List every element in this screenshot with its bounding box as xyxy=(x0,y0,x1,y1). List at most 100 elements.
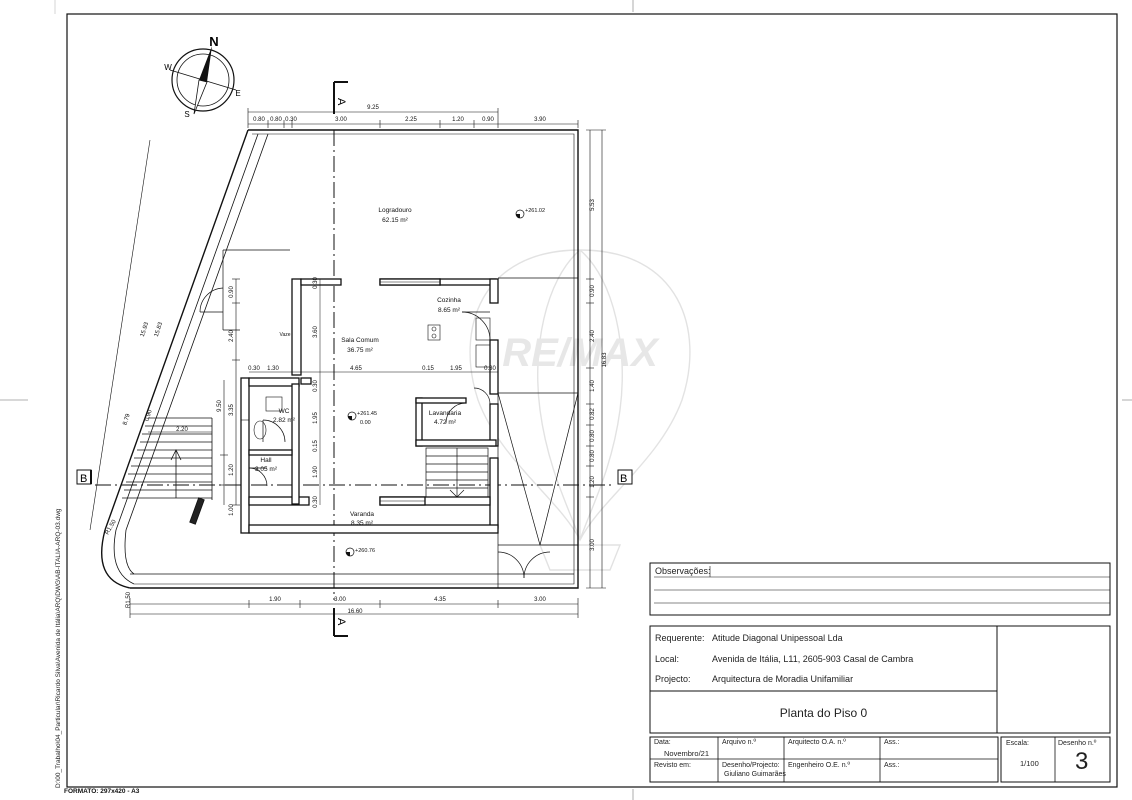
local-value: Avenida de Itália, L11, 2605-903 Casal d… xyxy=(712,654,914,664)
desenho-projecto-label: Desenho/Projecto: xyxy=(722,762,780,769)
escala-value: 1/100 xyxy=(1020,759,1039,768)
level-interior-sub: 0.00 xyxy=(360,420,371,426)
desenho-n-value: 3 xyxy=(1075,748,1089,775)
level-markers: +261.02 +261.45 0.00 +260.76 xyxy=(345,208,545,557)
room-wc-name: WC xyxy=(279,408,290,415)
svg-text:A: A xyxy=(335,98,347,106)
svg-text:1.95: 1.95 xyxy=(313,412,319,424)
dimensions-interior: 0.30 3.60 0.30 1.95 0.15 1.90 0.30 0.30 … xyxy=(248,277,498,508)
svg-text:R1.50: R1.50 xyxy=(126,591,132,608)
svg-text:0.15: 0.15 xyxy=(313,440,319,452)
room-logradouro-area: 62.15 m² xyxy=(382,217,408,224)
svg-text:0.30: 0.30 xyxy=(313,380,319,392)
escala-label: Escala: xyxy=(1006,740,1029,747)
arquivo-label: Arquivo n.º xyxy=(722,739,757,746)
section-b-left: B xyxy=(76,469,92,485)
room-sala-name: Sala Comum xyxy=(341,337,379,344)
room-cozinha-area: 8.65 m² xyxy=(438,307,461,314)
svg-text:0.80: 0.80 xyxy=(270,117,282,123)
svg-text:1.95: 1.95 xyxy=(450,366,462,372)
dimensions-bottom: 1.90 3.00 4.35 3.00 16.60 xyxy=(129,597,579,618)
svg-text:3.00: 3.00 xyxy=(590,539,596,551)
svg-text:0.90: 0.90 xyxy=(590,285,596,297)
dimensions-top: 9.25 0.80 0.80 0.30 3.00 2.25 1.20 0.90 … xyxy=(247,105,579,128)
svg-text:1.40: 1.40 xyxy=(590,380,596,392)
dimensions-right: 5.53 0.90 2.40 1.40 0.82 0.80 0.80 1.20 … xyxy=(586,129,608,589)
svg-text:0.30: 0.30 xyxy=(484,366,496,372)
room-logradouro-name: Logradouro xyxy=(378,207,412,214)
data-label: Data: xyxy=(654,739,671,746)
room-hall-area: 3.05 m² xyxy=(255,466,278,473)
data-value: Novembro/21 xyxy=(664,749,710,758)
room-varanda-area: 8.35 m² xyxy=(351,520,374,527)
svg-text:3.90: 3.90 xyxy=(534,117,546,123)
svg-text:4.35: 4.35 xyxy=(434,597,446,603)
dimensions-left: 0.90 2.40 3.35 9.50 1.20 1.00 2.20 15.93… xyxy=(89,139,240,608)
exterior-stair xyxy=(122,417,213,525)
section-b-right: B xyxy=(617,469,633,485)
kitchen-fixtures xyxy=(253,317,491,440)
desenho-projecto-value: Giuliano Guimarães xyxy=(724,771,786,778)
level-vaze: Vaze xyxy=(279,332,290,338)
arquitecto-label: Arquitecto O.A. n.º xyxy=(788,739,846,746)
svg-text:A: A xyxy=(335,618,347,626)
level-varanda: +260.76 xyxy=(355,548,375,554)
svg-text:2.40: 2.40 xyxy=(229,330,235,342)
svg-text:2.25: 2.25 xyxy=(405,117,417,123)
observacoes-label: Observações: xyxy=(655,566,711,576)
room-cozinha-name: Cozinha xyxy=(437,297,461,304)
svg-text:1.00: 1.00 xyxy=(229,504,235,516)
svg-text:0.30: 0.30 xyxy=(285,117,297,123)
svg-text:0.90: 0.90 xyxy=(482,117,494,123)
plot-boundary xyxy=(101,129,579,589)
svg-text:1.90: 1.90 xyxy=(269,597,281,603)
svg-text:0.30: 0.30 xyxy=(248,366,260,372)
projecto-value: Arquitectura de Moradia Unifamiliar xyxy=(712,674,854,684)
svg-text:1.90: 1.90 xyxy=(313,466,319,478)
interior-stair xyxy=(425,447,489,498)
svg-text:3.00: 3.00 xyxy=(534,597,546,603)
north-arrow: N E S W xyxy=(164,34,240,119)
engenheiro-label: Engenheiro O.E. n.º xyxy=(788,762,851,769)
svg-text:4.65: 4.65 xyxy=(350,366,362,372)
room-varanda-name: Varanda xyxy=(350,511,374,518)
level-logradouro: +261.02 xyxy=(525,208,545,214)
doors xyxy=(248,311,551,579)
local-label: Local: xyxy=(655,654,680,664)
ass-label-2: Ass.: xyxy=(884,762,900,769)
svg-text:0.90: 0.90 xyxy=(229,286,235,298)
svg-text:8.79: 8.79 xyxy=(122,413,132,427)
room-wc-area: 2.82 m² xyxy=(273,417,296,424)
svg-text:1.20: 1.20 xyxy=(452,117,464,123)
compass-n: N xyxy=(209,34,218,49)
desenho-n-label: Desenho n.º xyxy=(1058,740,1097,747)
svg-text:15.93: 15.93 xyxy=(140,321,151,338)
dim-right-total: 16.83 xyxy=(602,352,608,368)
remax-watermark: RE/MAX xyxy=(469,249,691,571)
room-lavandaria-area: 4.72 m² xyxy=(434,419,457,426)
room-sala-area: 36.75 m² xyxy=(347,347,373,354)
svg-text:1.30: 1.30 xyxy=(267,366,279,372)
ramp xyxy=(497,277,579,588)
sheet-format: FORMATO: 297x420 - A3 xyxy=(64,788,140,795)
dim-bottom-total: 16.60 xyxy=(347,609,363,615)
svg-text:0.80: 0.80 xyxy=(590,430,596,442)
svg-text:2.20: 2.20 xyxy=(176,427,188,433)
svg-text:9.50: 9.50 xyxy=(217,400,223,412)
room-hall-name: Hall xyxy=(260,457,272,464)
room-labels: Logradouro 62.15 m² Sala Comum 36.75 m² … xyxy=(255,207,461,527)
svg-text:0.30: 0.30 xyxy=(313,496,319,508)
svg-text:0.90: 0.90 xyxy=(144,409,154,423)
svg-text:0.80: 0.80 xyxy=(590,450,596,462)
svg-text:3.35: 3.35 xyxy=(229,404,235,416)
compass-s: S xyxy=(184,110,189,119)
gate-swing xyxy=(199,249,290,331)
room-lavandaria-name: Lavandaria xyxy=(429,410,462,417)
compass-w: W xyxy=(164,63,172,72)
svg-text:B: B xyxy=(80,473,87,485)
svg-text:0.30: 0.30 xyxy=(313,277,319,289)
svg-text:B: B xyxy=(620,473,627,485)
compass-e: E xyxy=(235,89,240,98)
section-a-top: A xyxy=(333,81,348,114)
